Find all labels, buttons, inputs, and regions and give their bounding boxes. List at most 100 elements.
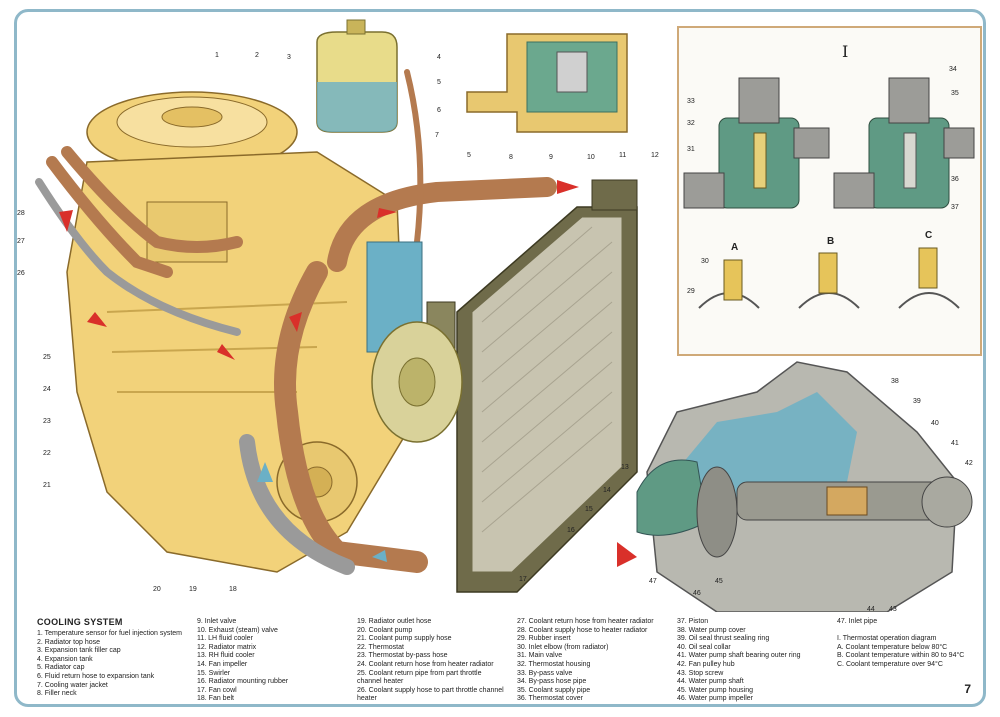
legend-item: 1. Temperature sensor for fuel injection… — [37, 630, 182, 637]
legend-item: 28. Coolant supply hose to heater radiat… — [517, 626, 648, 634]
legend-item: A. Coolant temperature below 80°C — [837, 643, 948, 651]
legend-item: 4. Expansion tank — [37, 655, 93, 663]
callout-27: 27 — [17, 238, 25, 245]
legend-item: 15. Swirler — [197, 669, 231, 677]
legend-item: 25. Coolant return pipe from part thrott… — [357, 669, 482, 677]
legend-item: 29. Rubber insert — [517, 635, 571, 643]
callout-32: 32 — [687, 120, 695, 127]
callout-37: 37 — [951, 204, 959, 211]
callout-40: 40 — [931, 420, 939, 427]
callout-21: 21 — [43, 482, 51, 489]
legend-column-5: 37. Piston 38. Water pump cover 39. Oil … — [677, 618, 800, 704]
legend-item — [837, 627, 964, 636]
state-a-label: A — [731, 242, 739, 253]
legend-column-6: 47. Inlet pipe I. Thermostat operation d… — [837, 618, 964, 670]
legend-item: 32. Thermostat housing — [517, 660, 591, 668]
inset-label: I — [842, 42, 849, 61]
thermostat-housing-left — [683, 77, 830, 209]
callout-15: 15 — [585, 506, 593, 513]
callout-3: 3 — [287, 54, 291, 61]
callout-7: 7 — [435, 132, 439, 139]
legend-item: 41. Water pump shaft bearing outer ring — [677, 652, 801, 660]
legend-item: 44. Water pump shaft — [677, 678, 744, 686]
legend-item: 31. Main valve — [517, 652, 563, 660]
callout-5b: 5 — [467, 152, 471, 159]
legend-item: 30. Inlet elbow (from radiator) — [517, 643, 609, 651]
callout-2: 2 — [255, 52, 259, 59]
callout-39: 39 — [913, 398, 921, 405]
thermostat-operation-inset: I — [677, 26, 982, 356]
legend-title: COOLING SYSTEM — [37, 617, 123, 627]
callout-18: 18 — [229, 586, 237, 593]
legend-item: 2. Radiator top hose — [37, 638, 101, 646]
legend-item: I. Thermostat operation diagram — [837, 635, 937, 643]
legend-column-3: 19. Radiator outlet hose 20. Coolant pum… — [357, 618, 504, 704]
legend-item: C. Coolant temperature over 94°C — [837, 660, 943, 668]
callout-10: 10 — [587, 154, 595, 161]
legend-item: 27. Coolant return hose from heater radi… — [517, 618, 654, 625]
legend-item: 14. Fan impeller — [197, 660, 248, 668]
callout-16: 16 — [567, 527, 575, 534]
radiator-cap-cutaway — [466, 33, 628, 133]
fan-impeller — [371, 321, 463, 443]
callout-43: 43 — [889, 606, 897, 613]
legend-item: 21. Coolant pump supply hose — [357, 635, 452, 643]
legend-item: 12. Radiator matrix — [197, 643, 257, 651]
legend-item: 37. Piston — [677, 618, 709, 625]
callout-42: 42 — [965, 460, 973, 467]
callout-30: 30 — [701, 258, 709, 265]
callout-26: 26 — [17, 270, 25, 277]
legend-item: 9. Inlet valve — [197, 618, 237, 625]
legend-item: 11. LH fluid cooler — [197, 635, 253, 643]
state-b-label: B — [827, 236, 835, 247]
state-c-label: C — [925, 230, 933, 241]
thermostat-states — [698, 247, 960, 309]
legend-item: 45. Water pump housing — [677, 686, 754, 694]
legend-item: 40. Oil seal collar — [677, 643, 731, 651]
legend-item: 13. RH fluid cooler — [197, 652, 255, 660]
callout-41: 41 — [951, 440, 959, 447]
callout-44: 44 — [867, 606, 875, 613]
callout-11: 11 — [619, 152, 627, 159]
legend-column-4: 27. Coolant return hose from heater radi… — [517, 618, 654, 704]
legend-item: 5. Radiator cap — [37, 664, 85, 672]
callout-36: 36 — [951, 176, 959, 183]
cooling-system-illustration — [35, 19, 977, 612]
callout-34: 34 — [949, 66, 957, 73]
callout-13: 13 — [621, 464, 629, 471]
callout-17: 17 — [519, 576, 527, 583]
callout-31: 31 — [687, 146, 695, 153]
legend-column-1: 1. Temperature sensor for fuel injection… — [37, 630, 182, 699]
legend-item: 6. Fluid return hose to expansion tank — [37, 672, 155, 680]
callout-20: 20 — [153, 586, 161, 593]
callout-9: 9 — [549, 154, 553, 161]
legend-item: channel heater — [357, 678, 404, 686]
legend-item: 42. Fan pulley hub — [677, 660, 735, 668]
legend-item: 36. Thermostat cover — [517, 695, 584, 703]
legend-item: 24. Coolant return hose from heater radi… — [357, 660, 494, 668]
callout-29: 29 — [687, 288, 695, 295]
thermostat-drawing — [683, 77, 975, 309]
callout-5: 5 — [437, 79, 441, 86]
expansion-tank — [316, 19, 398, 133]
legend-item: 34. By-pass hose pipe — [517, 678, 587, 686]
legend-item: 10. Exhaust (steam) valve — [197, 626, 278, 634]
thermostat-housing-right — [833, 77, 975, 209]
callout-46: 46 — [693, 590, 701, 597]
legend-item: 19. Radiator outlet hose — [357, 618, 432, 625]
page-number: 7 — [964, 682, 971, 696]
legend-item: B. Coolant temperature within 80 to 94°C — [837, 652, 965, 660]
callout-23: 23 — [43, 418, 51, 425]
water-pump-cutaway — [636, 361, 973, 612]
legend-column-2: 9. Inlet valve 10. Exhaust (steam) valve… — [197, 618, 288, 704]
legend-item: 20. Coolant pump — [357, 626, 413, 634]
callout-47: 47 — [649, 578, 657, 585]
page-frame: I — [14, 9, 986, 707]
legend-item: 17. Fan cowl — [197, 686, 237, 694]
legend-item: 16. Radiator mounting rubber — [197, 678, 289, 686]
callout-25: 25 — [43, 354, 51, 361]
legend-item: 3. Expansion tank filler cap — [37, 647, 121, 655]
legend-item: 47. Inlet pipe — [837, 618, 878, 625]
callout-12: 12 — [651, 152, 659, 159]
callout-24: 24 — [43, 386, 51, 393]
